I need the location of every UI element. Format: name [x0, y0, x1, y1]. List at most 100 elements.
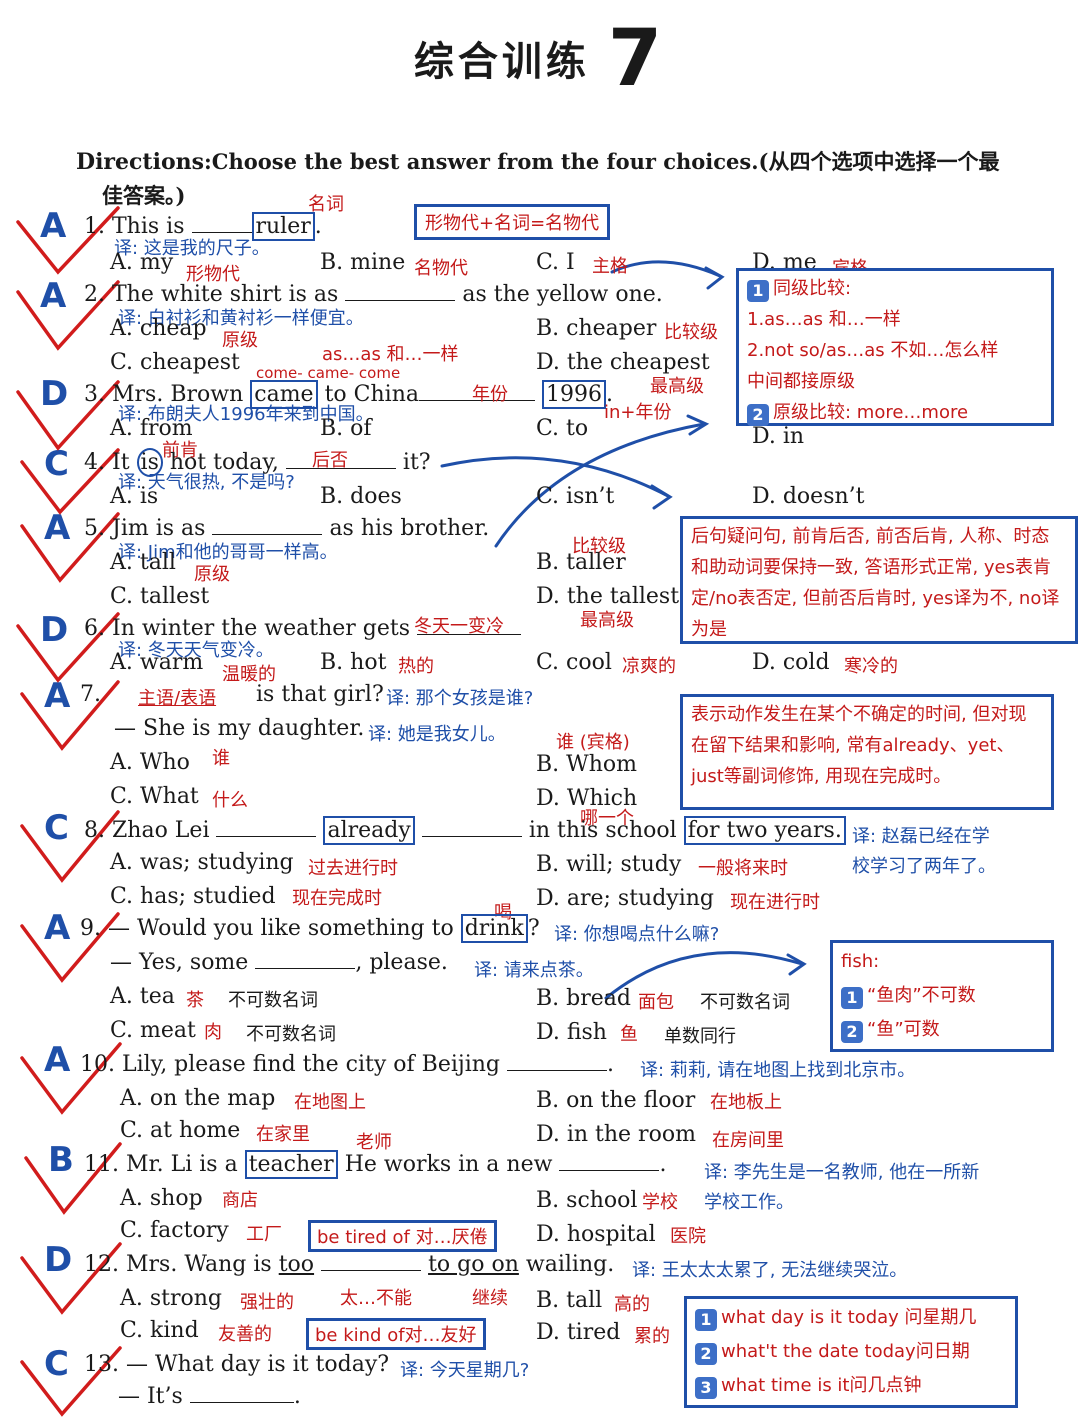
answer-blank [507, 1070, 608, 1071]
translation: 译: 白衬衫和黄衬衫一样便宜。 [118, 308, 364, 329]
number-badge: 1 [695, 1309, 717, 1331]
note-line: fish: [841, 951, 880, 972]
option-d: D. in the room [536, 1122, 696, 1147]
option-a: A. on the map [120, 1086, 276, 1111]
question-stem-end: it? [402, 450, 431, 475]
reply-line: — It’s . [118, 1384, 301, 1409]
punct: . [314, 214, 322, 239]
option-d: D. the tallest [536, 584, 680, 609]
option-c: C. isn’t [536, 484, 615, 509]
question-8: 8. Zhao Lei already in this school for t… [84, 816, 846, 845]
option-a: A. tea [110, 984, 175, 1009]
check-icon [20, 680, 120, 751]
note-line: 1.as…as 和…一样 [747, 309, 901, 330]
option-c: C. factory [120, 1218, 229, 1243]
option-note: 比较级 [664, 322, 718, 343]
option-note: 最高级 [580, 610, 634, 631]
directions-label: Directions [76, 149, 204, 175]
translation: 译: 冬天天气变冷。 [118, 640, 274, 661]
option-b: B. hot [320, 650, 387, 675]
note-text: “鱼肉”不可数 [867, 985, 976, 1006]
directions-line1: Directions:Choose the best answer from t… [76, 146, 1000, 176]
answer-blank [191, 232, 252, 233]
answer-blank [212, 534, 323, 535]
underlined-word: too [278, 1252, 315, 1277]
answer-mark: B [48, 1140, 74, 1180]
note-too: 太…不能 [340, 1288, 412, 1309]
answer-blank [189, 1402, 294, 1403]
option-a: A. tall [110, 550, 176, 575]
answer-mark: D [40, 374, 69, 414]
check-icon [16, 280, 120, 351]
translation: 译: 布朗夫人1996年来到中国。 [118, 404, 374, 425]
translation: 译: 王太太太累了, 无法继续哭泣。 [632, 1260, 908, 1281]
note-year: 年份 [472, 384, 508, 405]
option-note: 高的 [614, 1294, 650, 1315]
answer-mark: C [44, 444, 69, 484]
note-text: 原级比较: more…more [773, 402, 969, 423]
option-note: 鱼 [620, 1024, 638, 1045]
option-note: 不可数名词 [700, 992, 790, 1013]
option-note: 原级 [222, 330, 258, 351]
option-d: D. tired [536, 1320, 621, 1345]
answer-blank [421, 836, 522, 837]
option-a: A. cheap [110, 316, 207, 341]
answer-mark: D [40, 610, 69, 650]
option-a: A. my [110, 250, 174, 275]
translation: 译: 天气很热, 不是吗? [118, 472, 295, 493]
option-b: B. on the floor [536, 1088, 696, 1113]
option-note: 医院 [670, 1226, 706, 1247]
option-d: D. hospital [536, 1222, 656, 1247]
option-note: 形物代 [186, 264, 240, 285]
check-icon [20, 512, 120, 583]
question-12: 12. Mrs. Wang is too to go on wailing. [84, 1252, 614, 1277]
option-b: B. does [320, 484, 402, 509]
reply-line: — She is my daughter. [114, 716, 365, 741]
question-stem-end: wailing. [525, 1252, 615, 1277]
question-11: 11. Mr. Li is a teacher He works in a ne… [84, 1150, 667, 1179]
option-b: B. mine [320, 250, 406, 275]
option-note: 在房间里 [712, 1130, 784, 1151]
question-2: 2. The white shirt is as as the yellow o… [84, 282, 663, 307]
check-icon [20, 1242, 122, 1315]
reply-text: — It’s [118, 1384, 183, 1409]
option-a: A. strong [120, 1286, 223, 1311]
answer-blank [559, 1170, 660, 1171]
option-note: 温暖的 [222, 664, 276, 685]
question-9: 9. — Would you like something to drink? [80, 914, 540, 943]
option-note: 不可数名词 [246, 1024, 336, 1045]
option-b: B. cheaper [536, 316, 657, 341]
note-negative: 后否 [312, 450, 348, 471]
number-badge: 2 [695, 1343, 717, 1365]
option-c: C. cool [536, 650, 612, 675]
punct: . [659, 1152, 667, 1177]
reply-text: — Yes, some [110, 950, 249, 975]
keyword-box: 1996 [541, 380, 606, 409]
option-a: A. was; studying [110, 850, 294, 875]
arrow-icon [610, 260, 722, 278]
question-3: 3. Mrs. Brown came to China 1996. [84, 380, 613, 409]
check-icon [20, 810, 120, 883]
option-note: 累的 [634, 1326, 670, 1347]
question-number: 12. [84, 1252, 119, 1277]
answer-blank [255, 968, 356, 969]
translation: 译: 你想喝点什么嘛? [554, 924, 720, 945]
note-text: “鱼”可数 [867, 1019, 940, 1040]
option-note: 面包 [638, 992, 674, 1013]
directions-text: :Choose the best answer from the four ch… [204, 149, 1000, 174]
option-a: A. is [110, 484, 159, 509]
check-icon [20, 1346, 122, 1417]
question-stem: is that girl? [256, 682, 384, 707]
option-note: 工厂 [246, 1224, 282, 1245]
note-text: what't the date today问日期 [721, 1341, 970, 1362]
answer-blank [216, 836, 317, 837]
question-6: 6. In winter the weather gets [84, 616, 522, 641]
note-box-tag-question: 后句疑问句, 前肯后否, 前否后肯, 人称、时态和助动词要保持一致, 答语形式正… [680, 516, 1078, 644]
option-d: D. are; studying [536, 886, 714, 911]
option-note: 友善的 [218, 1324, 272, 1345]
underlined-word: to go on [428, 1252, 519, 1277]
option-b: B. Whom [536, 752, 638, 777]
